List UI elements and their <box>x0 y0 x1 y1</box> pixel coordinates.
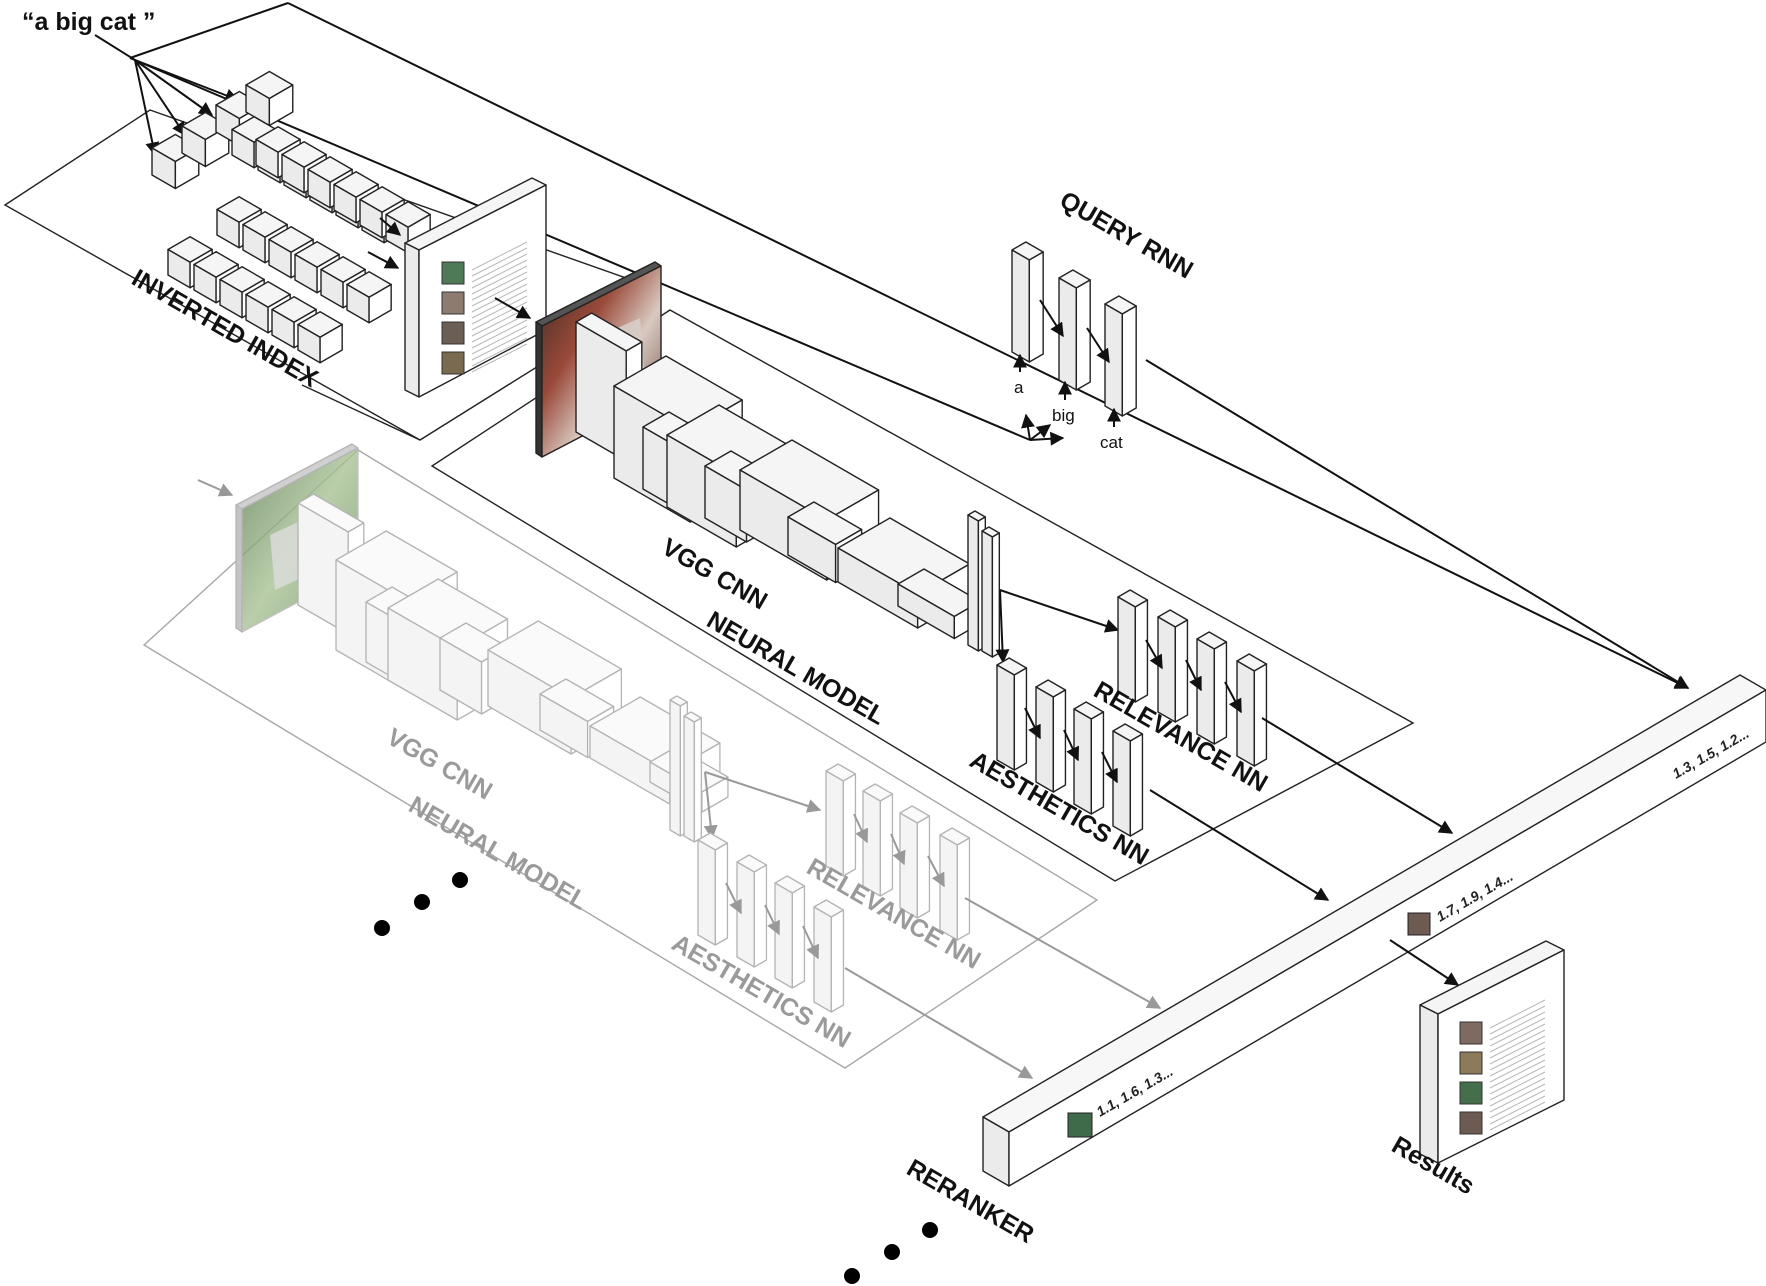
rnn-token-a: a <box>1014 378 1024 397</box>
relevance-nn-layer <box>826 764 855 876</box>
query-rnn-layers <box>1012 242 1136 416</box>
relevance-nn-layer <box>863 784 892 896</box>
vgg-cnn-layers-secondary <box>298 494 728 812</box>
relevance-nn-layer <box>1197 632 1226 744</box>
secondary-input-arrow <box>198 480 232 495</box>
reranker-to-results-arrow <box>1390 940 1458 985</box>
query-rnn-to-reranker-arrow <box>1146 360 1688 688</box>
aesthetics-nn-layer <box>1036 680 1065 792</box>
relevance-to-reranker-arrow <box>1262 718 1452 833</box>
inverted-index-label-leader <box>302 385 420 440</box>
ellipsis-dots-secondary <box>374 872 468 936</box>
candidate-documents-panel <box>405 178 546 397</box>
aesthetics-nn-layer <box>997 658 1026 770</box>
aesthetics-nn-layer <box>814 900 843 1012</box>
relevance-nn-layer <box>900 806 929 918</box>
vgg-cnn-feature-vectors-secondary <box>670 696 701 842</box>
aesthetics-to-reranker-arrow <box>1150 790 1328 900</box>
index-to-docs-arrow <box>368 252 398 268</box>
relevance-nn-layer <box>1237 654 1266 766</box>
query-text: “a big cat ” <box>22 8 155 36</box>
query-rnn-label: QUERY RNN <box>1055 186 1198 285</box>
relevance-nn-layer <box>1118 590 1147 702</box>
relevance-to-reranker-arrow-secondary <box>965 898 1160 1008</box>
vgg-cnn-feature-vectors <box>968 511 999 657</box>
feature-vector <box>982 527 999 657</box>
rnn-token-cat: cat <box>1100 433 1123 452</box>
neural-model-label: NEURAL MODEL <box>702 606 890 731</box>
neural-model-label-secondary: NEURAL MODEL <box>404 791 592 916</box>
aesthetics-nn-layer <box>698 833 727 945</box>
vgg-cnn-label-secondary: VGG CNN <box>382 723 497 806</box>
query-rnn-layer <box>1059 270 1090 390</box>
reranker-thumbnail-middle <box>1408 913 1430 935</box>
relevance-nn-layer <box>940 828 969 940</box>
feature-vector <box>684 712 701 842</box>
features-to-relevance-arrow <box>1000 590 1118 630</box>
relevance-nn-layer <box>1158 610 1187 722</box>
rnn-token-big: big <box>1052 406 1075 425</box>
vgg-cnn-label: VGG CNN <box>657 533 772 616</box>
query-rnn-layer <box>1012 242 1043 362</box>
aesthetics-nn-layer <box>775 876 804 988</box>
ellipsis-dots-reranker <box>844 1222 938 1284</box>
aesthetics-to-reranker-arrow-secondary <box>845 968 1032 1078</box>
aesthetics-nn-layer <box>1113 724 1142 836</box>
aesthetics-nn-layer <box>1074 702 1103 814</box>
features-to-aesthetics-arrow <box>1000 590 1003 662</box>
reranker-thumbnail-bottom <box>1068 1113 1092 1137</box>
aesthetics-nn-layer <box>737 855 766 967</box>
query-rnn-layer <box>1105 296 1136 416</box>
